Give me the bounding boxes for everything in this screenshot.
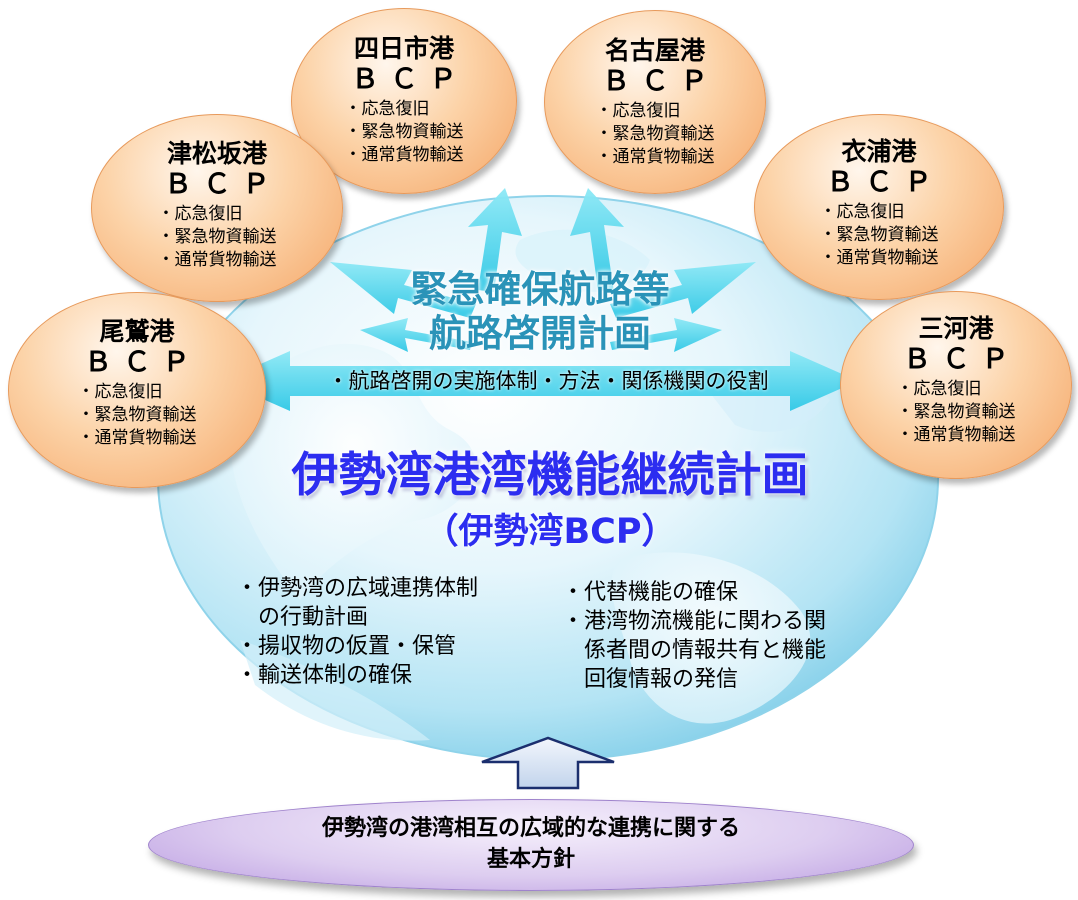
main-left-item: の行動計画 — [236, 605, 369, 630]
port-items: ・応急復旧 ・緊急物資輸送 ・通常貨物輸送 — [345, 98, 464, 167]
main-right-item: 回復情報の発信 — [562, 667, 739, 692]
plan-subtitle: ・航路啓開の実施体制・方法・関係機関の役割 — [327, 369, 769, 393]
port-item: ・通常貨物輸送 — [344, 145, 464, 165]
port-bcp: ＢＣＰ — [826, 167, 944, 198]
port-item: ・緊急物資輸送 — [157, 227, 277, 247]
port-item: ・応急復旧 — [819, 202, 905, 222]
port-item: ・緊急物資輸送 — [595, 124, 715, 144]
main-subtitle: （伊勢湾BCP） — [423, 512, 677, 552]
main-left-items: ・伊勢湾の広域連携体制 の行動計画 ・揚収物の仮置・保管 ・輸送体制の確保 — [236, 574, 478, 690]
port-item: ・緊急物資輸送 — [819, 225, 939, 245]
main-right-item: ・港湾物流機能に関わる関 — [562, 609, 827, 634]
plan-arrows — [222, 188, 858, 411]
port-items: ・応急復旧 ・緊急物資輸送 ・通常貨物輸送 — [596, 100, 715, 169]
port-bcp: ＢＣＰ — [903, 344, 1021, 375]
port-kinuura: 衣浦港 ＢＣＰ ・応急復旧 ・緊急物資輸送 ・通常貨物輸送 — [754, 114, 1004, 300]
port-name: 衣浦港 — [841, 137, 917, 166]
globe — [157, 195, 939, 761]
port-item: ・応急復旧 — [344, 99, 430, 119]
port-item: ・通常貨物輸送 — [896, 425, 1016, 445]
port-owase: 尾鷲港 ＢＣＰ ・応急復旧 ・緊急物資輸送 ・通常貨物輸送 — [8, 292, 266, 488]
port-item: ・緊急物資輸送 — [344, 122, 464, 142]
port-bcp: ＢＣＰ — [84, 347, 202, 378]
port-item: ・応急復旧 — [896, 379, 982, 399]
plan-block: 緊急確保航路等 航路啓開計画 — [340, 268, 740, 356]
port-item: ・緊急物資輸送 — [896, 402, 1016, 422]
port-item: ・緊急物資輸送 — [77, 405, 197, 425]
port-yokkaichi: 四日市港 ＢＣＰ ・応急復旧 ・緊急物資輸送 ・通常貨物輸送 — [291, 8, 517, 194]
port-items: ・応急復旧 ・緊急物資輸送 ・通常貨物輸送 — [897, 378, 1016, 447]
basic-policy-line1: 伊勢湾の港湾相互の広域的な連携に関する — [321, 816, 740, 841]
port-item: ・応急復旧 — [595, 101, 681, 121]
port-name: 津松坂港 — [166, 139, 267, 168]
port-item: ・応急復旧 — [157, 204, 243, 224]
main-left-item: ・輸送体制の確保 — [236, 663, 413, 688]
main-left-item: ・伊勢湾の広域連携体制 — [236, 576, 479, 601]
port-items: ・応急復旧 ・緊急物資輸送 ・通常貨物輸送 — [820, 201, 939, 270]
port-tsu-matsusaka: 津松坂港 ＢＣＰ ・応急復旧 ・緊急物資輸送 ・通常貨物輸送 — [91, 114, 343, 302]
main-title-block: 伊勢湾港湾機能継続計画 （伊勢湾BCP） — [240, 448, 860, 554]
port-name: 名古屋港 — [604, 36, 705, 65]
port-item: ・通常貨物輸送 — [819, 248, 939, 268]
port-item: ・通常貨物輸送 — [157, 250, 277, 270]
basic-policy: 伊勢湾の港湾相互の広域的な連携に関する 基本方針 — [148, 799, 914, 891]
port-name: 三河港 — [918, 314, 994, 343]
main-right-items: ・代替機能の確保 ・港湾物流機能に関わる関 係者間の情報共有と機能 回復情報の発… — [562, 578, 826, 694]
port-item: ・通常貨物輸送 — [595, 147, 715, 167]
main-title: 伊勢湾港湾機能継続計画 — [291, 448, 809, 503]
port-name: 四日市港 — [353, 34, 454, 63]
port-items: ・応急復旧 ・緊急物資輸送 ・通常貨物輸送 — [78, 381, 197, 450]
port-item: ・通常貨物輸送 — [77, 428, 197, 448]
port-items: ・応急復旧 ・緊急物資輸送 ・通常貨物輸送 — [158, 203, 277, 272]
main-left-item: ・揚収物の仮置・保管 — [236, 634, 457, 659]
port-name: 尾鷲港 — [99, 317, 175, 346]
port-bcp: ＢＣＰ — [164, 169, 282, 200]
basic-policy-line2: 基本方針 — [486, 847, 575, 872]
main-right-item: 係者間の情報共有と機能 — [562, 638, 827, 663]
plan-title-line1: 緊急確保航路等 — [410, 268, 670, 311]
port-bcp: ＢＣＰ — [351, 64, 469, 95]
port-mikawa: 三河港 ＢＣＰ ・応急復旧 ・緊急物資輸送 ・通常貨物輸送 — [840, 291, 1072, 479]
plan-title-line2: 航路啓開計画 — [429, 312, 651, 355]
main-right-item: ・代替機能の確保 — [562, 580, 739, 605]
port-bcp: ＢＣＰ — [602, 66, 720, 97]
up-arrow — [481, 736, 615, 790]
port-nagoya: 名古屋港 ＢＣＰ ・応急復旧 ・緊急物資輸送 ・通常貨物輸送 — [544, 10, 766, 194]
port-item: ・応急復旧 — [77, 382, 163, 402]
